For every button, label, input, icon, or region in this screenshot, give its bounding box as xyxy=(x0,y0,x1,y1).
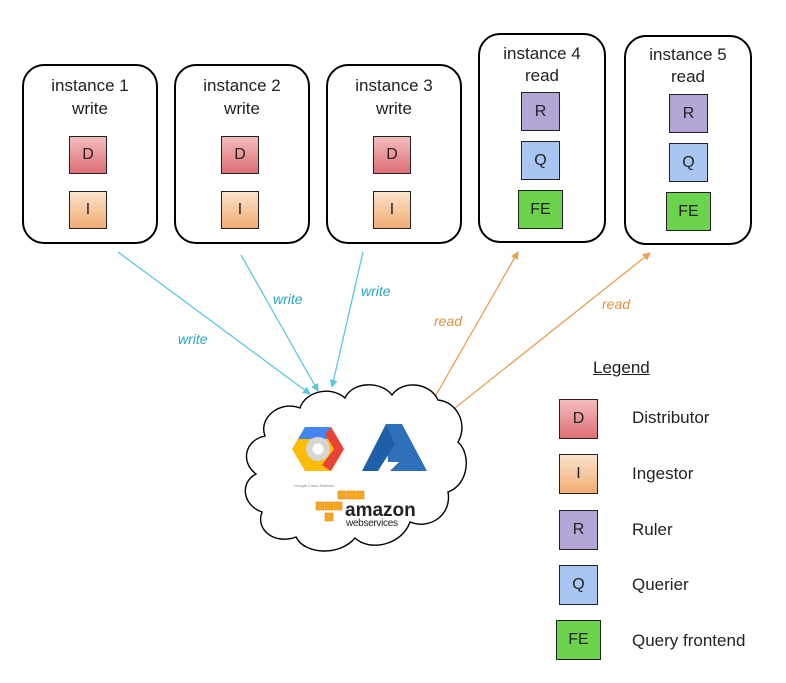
ingestor-box: I xyxy=(373,191,411,229)
instance-mode: write xyxy=(72,99,108,118)
read-arrow-4 xyxy=(435,251,519,396)
azure-logo-icon xyxy=(362,424,427,471)
ruler-box: R xyxy=(669,94,708,133)
gcp-caption: Google Cloud Platform xyxy=(294,483,335,488)
write-label-3: write xyxy=(361,283,391,299)
querier-box: Q xyxy=(521,141,560,180)
instance-mode: write xyxy=(376,99,412,118)
legend-querier-label: Querier xyxy=(632,575,689,594)
query-frontend-box: FE xyxy=(666,192,711,231)
aws-text-amazon: amazon xyxy=(345,500,416,521)
instance-1: instance 1 write D I xyxy=(22,64,158,244)
ruler-box: R xyxy=(521,92,560,131)
legend-distributor-swatch: D xyxy=(559,399,598,439)
write-label-1: write xyxy=(178,331,208,347)
write-label-2: write xyxy=(273,291,303,307)
aws-logo-icon xyxy=(315,490,365,522)
write-arrow-3 xyxy=(329,251,364,388)
ingestor-box: I xyxy=(69,191,107,229)
instance-title: instance 1 xyxy=(51,76,129,95)
instance-3: instance 3 write D I xyxy=(326,64,462,244)
instance-title: instance 2 xyxy=(203,76,281,95)
read-label-4: read xyxy=(434,313,463,329)
legend-title: Legend xyxy=(593,358,650,377)
cloud-storage xyxy=(244,384,467,552)
legend-ingestor-swatch: I xyxy=(559,454,598,494)
legend-ruler-swatch: R xyxy=(559,510,598,550)
read-arrow-5 xyxy=(449,252,651,413)
distributor-box: D xyxy=(373,136,411,174)
instance-4: instance 4 read R Q FE xyxy=(478,33,606,243)
legend-query-frontend-label: Query frontend xyxy=(632,631,746,650)
write-arrow-1 xyxy=(117,251,311,395)
instance-mode: read xyxy=(670,67,706,86)
instance-title: instance 5 xyxy=(649,45,727,64)
write-arrow-2 xyxy=(240,254,319,392)
legend-ruler-label: Ruler xyxy=(632,520,673,539)
legend-ingestor-label: Ingestor xyxy=(632,464,694,483)
querier-box: Q xyxy=(669,143,708,182)
legend-query-frontend-swatch: FE xyxy=(556,620,601,660)
gcp-logo-icon: Google Cloud Platform xyxy=(292,427,344,488)
instance-5: instance 5 read R Q FE xyxy=(624,35,752,245)
read-label-5: read xyxy=(602,296,631,312)
legend-querier-swatch: Q xyxy=(559,565,598,605)
instance-title: instance 4 xyxy=(503,44,581,63)
aws-text-webservices: webservices xyxy=(345,518,398,529)
instance-mode: write xyxy=(224,99,260,118)
ingestor-box: I xyxy=(221,191,259,229)
legend-distributor-label: Distributor xyxy=(632,408,710,427)
instance-2: instance 2 write D I xyxy=(174,64,310,244)
instance-mode: read xyxy=(524,66,560,85)
distributor-box: D xyxy=(221,136,259,174)
query-frontend-box: FE xyxy=(518,190,563,229)
distributor-box: D xyxy=(69,136,107,174)
instance-title: instance 3 xyxy=(355,76,433,95)
